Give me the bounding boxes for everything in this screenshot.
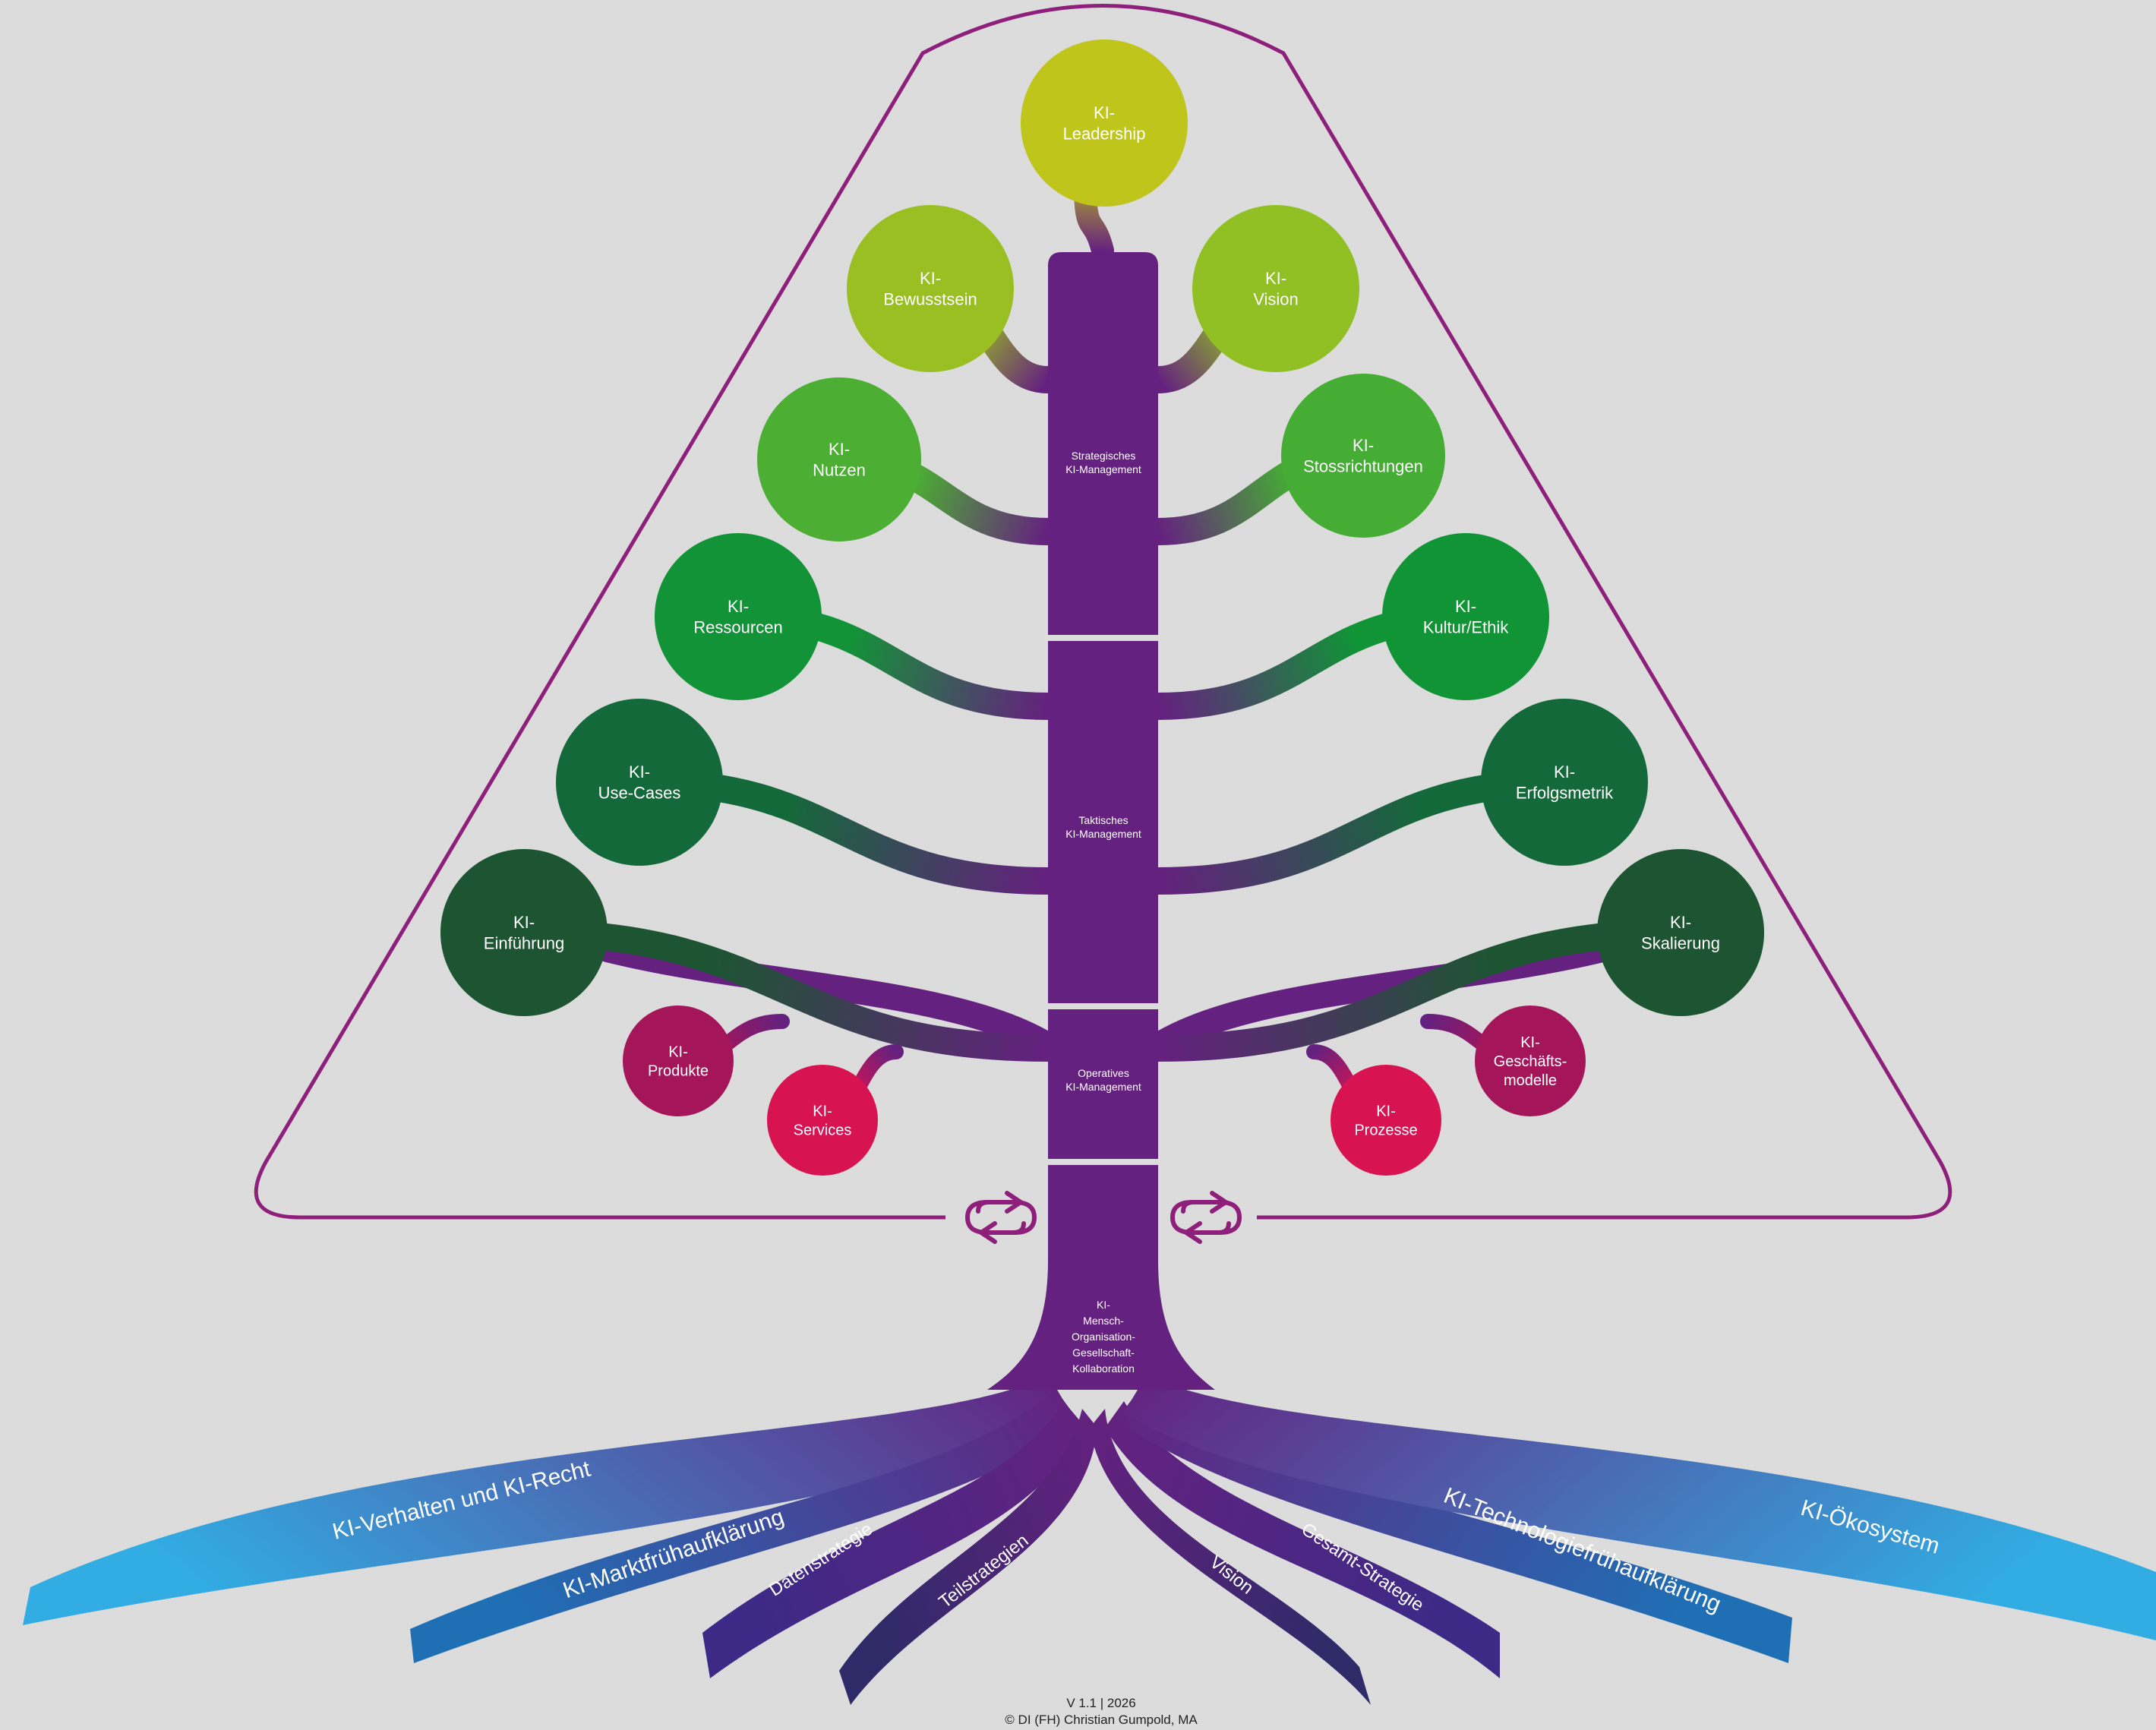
node-circle-services [767, 1065, 878, 1176]
node-circle-geschaeftsmodelle [1475, 1005, 1586, 1116]
tree-outline [254, 4, 1952, 1220]
node-circle-skalierung [1597, 849, 1764, 1016]
node-label-ressourcen: KI-Ressourcen [693, 597, 782, 637]
node-label-bewusstsein: KI-Bewusstsein [883, 269, 977, 309]
node-erfolgsmetrik: KI-Erfolgsmetrik [1481, 699, 1648, 866]
node-label-erfolgsmetrik: KI-Erfolgsmetrik [1516, 762, 1614, 802]
connector-einfuehrung [510, 919, 1062, 1062]
root-gesamt-strategie [1105, 1401, 1500, 1678]
node-circle-stossrichtungen [1281, 374, 1445, 538]
node-use-cases: KI-Use-Cases [556, 699, 723, 866]
trunk-divider [1046, 635, 1160, 641]
node-einfuehrung: KI-Einführung [440, 849, 608, 1016]
node-circle-leadership [1021, 39, 1188, 207]
branch-right-operative [1141, 936, 1615, 1061]
node-circle-einfuehrung [440, 849, 608, 1016]
cycle-icon-right [1170, 1191, 1242, 1244]
node-label-skalierung: KI-Skalierung [1641, 913, 1720, 953]
node-produkte: KI-Produkte [623, 1005, 734, 1116]
node-label-prozesse: KI-Prozesse [1354, 1103, 1417, 1139]
node-label-produkte: KI-Produkte [648, 1044, 709, 1080]
node-label-kultur-ethik: KI-Kultur/Ethik [1423, 597, 1509, 637]
trunk-divider [1046, 1003, 1160, 1009]
root-teilstrategien [839, 1409, 1097, 1705]
branch-left-operative [595, 936, 1065, 1061]
node-ressourcen: KI-Ressourcen [655, 533, 822, 700]
node-label-leadership: KI-Leadership [1063, 103, 1146, 144]
node-label-services: KI-Services [794, 1103, 852, 1139]
node-geschaeftsmodelle: KI-Geschäfts-modelle [1475, 1005, 1586, 1116]
tree-trunk [987, 252, 1215, 1390]
trunk-divider [1046, 1159, 1160, 1165]
node-label-einfuehrung: KI-Einführung [484, 913, 564, 953]
node-circle-nutzen [757, 377, 921, 541]
node-prozesse: KI-Prozesse [1331, 1065, 1441, 1176]
node-label-use-cases: KI-Use-Cases [598, 762, 681, 802]
node-nutzen: KI-Nutzen [757, 377, 921, 541]
trunk-base-label: KI-Mensch-Organisation-Gesellschaft-Koll… [1072, 1299, 1135, 1375]
root-marktfruehaufklaerung [410, 1390, 1078, 1663]
node-circle-use-cases [556, 699, 723, 866]
node-circle-bewusstsein [847, 205, 1014, 372]
root-oekosystem [1124, 1375, 2156, 1640]
cycle-icon-left [964, 1191, 1037, 1244]
node-skalierung: KI-Skalierung [1597, 849, 1764, 1016]
node-circle-vision-top [1192, 205, 1359, 372]
footer-author: © DI (FH) Christian Gumpold, MA [1005, 1713, 1198, 1727]
footer-version: V 1.1 | 2026 [1066, 1696, 1135, 1710]
node-circle-kultur-ethik [1382, 533, 1549, 700]
connector-skalierung [1144, 919, 1694, 1062]
node-label-stossrichtungen: KI-Stossrichtungen [1303, 436, 1423, 476]
node-leadership: KI-Leadership [1021, 39, 1188, 207]
node-stossrichtungen: KI-Stossrichtungen [1281, 374, 1445, 538]
node-circle-ressourcen [655, 533, 822, 700]
root-verhalten-recht [23, 1375, 1071, 1625]
node-services: KI-Services [767, 1065, 878, 1176]
node-vision-top: KI-Vision [1192, 205, 1359, 372]
node-label-vision-top: KI-Vision [1253, 269, 1299, 309]
root-datenstrategie [702, 1401, 1086, 1678]
node-label-nutzen: KI-Nutzen [813, 440, 866, 480]
node-bewusstsein: KI-Bewusstsein [847, 205, 1014, 372]
node-kultur-ethik: KI-Kultur/Ethik [1382, 533, 1549, 700]
node-circle-produkte [623, 1005, 734, 1116]
root-technologiefruehaufklaerung [1116, 1390, 1792, 1663]
root-vision-root [1090, 1409, 1371, 1705]
node-circle-prozesse [1331, 1065, 1441, 1176]
node-circle-erfolgsmetrik [1481, 699, 1648, 866]
node-label-geschaeftsmodelle: KI-Geschäfts-modelle [1494, 1034, 1567, 1089]
